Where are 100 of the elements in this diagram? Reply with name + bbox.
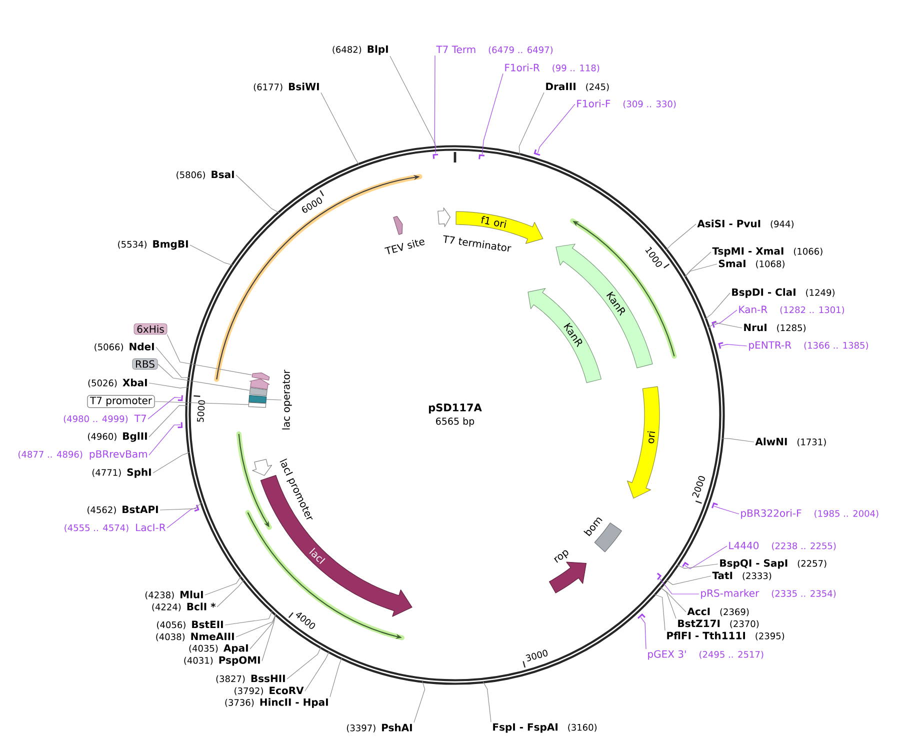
- leader-line: [660, 578, 700, 594]
- leader-line: [684, 252, 712, 278]
- leader-line: [262, 614, 276, 662]
- leader-line: [434, 55, 436, 154]
- feature-block: [249, 387, 268, 396]
- primer-mark: [682, 562, 689, 568]
- feature-block: [252, 372, 270, 380]
- primer-mark: [711, 502, 718, 508]
- plasmid-size: 6565 bp: [436, 417, 474, 427]
- cut-site-label: BspQI - SapI (2257): [720, 559, 826, 569]
- cut-site-label: (5534) BmgBI: [118, 240, 188, 250]
- leader-line: [390, 56, 437, 148]
- leader-line: [204, 576, 242, 596]
- feature-block: ori: [627, 386, 660, 499]
- cut-site-label: SmaI (1068): [718, 260, 784, 268]
- feature-label: RBS: [132, 358, 158, 370]
- primer-label: L4440 (2238 .. 2255): [729, 542, 836, 550]
- cut-site-label: (4238) MluI: [145, 590, 203, 600]
- cut-site-label: AlwNI (1731): [755, 438, 826, 446]
- leader-line: [676, 564, 718, 569]
- primer-mark: [712, 320, 717, 328]
- plasmid-name: pSD117A: [428, 404, 482, 414]
- feature-label: 6xHis: [134, 323, 168, 335]
- leader-line: [518, 92, 544, 156]
- primer-label: (4980 .. 4999) T7: [64, 414, 146, 424]
- feature-block: [248, 394, 267, 404]
- leader-line: [148, 424, 181, 456]
- primer-label: (4555 .. 4574) LacI-R: [64, 524, 166, 532]
- cut-site-label: (3736) HincII - HpaI: [225, 698, 328, 708]
- leader-line: [304, 651, 330, 692]
- primer-mark: [432, 154, 438, 159]
- cut-site-label: (3827) BssHII: [216, 674, 285, 684]
- feature-label: TEV site: [384, 240, 425, 254]
- primer-mark: [478, 154, 484, 160]
- cut-site-label: (5806) BsaI: [176, 170, 234, 180]
- primer-label: pGEX 3' (2495 .. 2517): [648, 650, 764, 660]
- cut-site-label: (4056) BstEII: [157, 620, 223, 630]
- leader-line: [286, 646, 322, 680]
- leader-line: [414, 680, 426, 723]
- feature-label: lac operator: [282, 370, 292, 430]
- tick-label: 2000: [692, 476, 705, 498]
- leader-line: [148, 405, 188, 438]
- cut-site-label: (6482) BlpI: [332, 45, 388, 55]
- cut-site-label: TatI (2333): [712, 572, 772, 580]
- leader-line: [216, 580, 244, 608]
- cut-site-label: NruI (1285): [744, 324, 806, 332]
- leader-line: [714, 506, 740, 514]
- cut-site-label: TspMI - XmaI (1066): [712, 247, 822, 257]
- cut-site-label: (5066) NdeI: [94, 342, 154, 352]
- leader-line: [722, 438, 754, 442]
- primer-mark: [178, 422, 183, 428]
- primer-label: (4877 .. 4896) pBRrevBam: [18, 450, 147, 460]
- leader-line: [482, 681, 492, 722]
- leader-line: [660, 587, 676, 619]
- leader-line: [266, 399, 282, 400]
- feature-block: [248, 402, 266, 408]
- leader-line: [320, 92, 360, 166]
- primer-mark: [194, 504, 200, 512]
- feature-block: [249, 378, 270, 390]
- leader-line: [148, 397, 182, 420]
- cut-site-label: BspDI - ClaI (1249): [732, 288, 834, 298]
- primer-label: Kan-R (1282 .. 1301): [739, 306, 844, 314]
- cut-site-label: DraIII (245): [546, 82, 609, 92]
- leader-line: [640, 617, 646, 650]
- tick-label: 3000: [526, 650, 548, 662]
- leader-line: [684, 546, 728, 570]
- primer-label: T7 Term (6479 .. 6497): [436, 46, 553, 54]
- primer-mark: [178, 395, 183, 402]
- leader-line: [154, 401, 249, 405]
- cut-site-label: (4960) BglII: [88, 432, 147, 442]
- primer-mark: [637, 614, 646, 619]
- cut-site-label: (4224) BclI *: [152, 602, 216, 612]
- cut-site-label: (4035) ApaI: [189, 644, 248, 654]
- cut-site-label: (3397) PshAI: [346, 724, 412, 732]
- cut-site-label: (3792) EcoRV: [234, 686, 304, 696]
- leader-line: [236, 174, 280, 214]
- leader-line: [236, 614, 276, 638]
- feature-label: rop: [554, 550, 568, 563]
- leader-line: [166, 334, 252, 376]
- leader-line: [704, 292, 730, 320]
- primer-mark: [718, 342, 724, 349]
- cut-site-label: (4031) PspOMI: [184, 656, 260, 666]
- cut-site-label: BstZ17I (2370): [678, 620, 759, 628]
- leader-line: [482, 73, 504, 155]
- cut-site-label: (4771) SphI: [92, 468, 151, 478]
- primer-mark: [534, 149, 540, 156]
- primer-label: pENTR-R (1366 .. 1385): [749, 341, 868, 351]
- primer-label: F1ori-R (99 .. 118): [505, 64, 600, 72]
- leader-line: [666, 576, 712, 585]
- leader-line: [537, 104, 576, 154]
- cut-site-label: FspI - FspAI (3160): [493, 723, 597, 733]
- cut-site-label: AccI (2369): [687, 608, 749, 616]
- leader-line: [660, 587, 686, 612]
- cut-site-label: (5026) XbaI: [88, 378, 147, 388]
- leader-line: [250, 614, 276, 650]
- cut-site-label: PflFI - Tth111I (2395): [667, 632, 784, 640]
- cut-site-label: AsiSI - PvuI (944): [697, 220, 794, 228]
- primer-label: F1ori-F (309 .. 330): [577, 100, 676, 108]
- leader-line: [166, 507, 197, 528]
- leader-line: [684, 264, 718, 278]
